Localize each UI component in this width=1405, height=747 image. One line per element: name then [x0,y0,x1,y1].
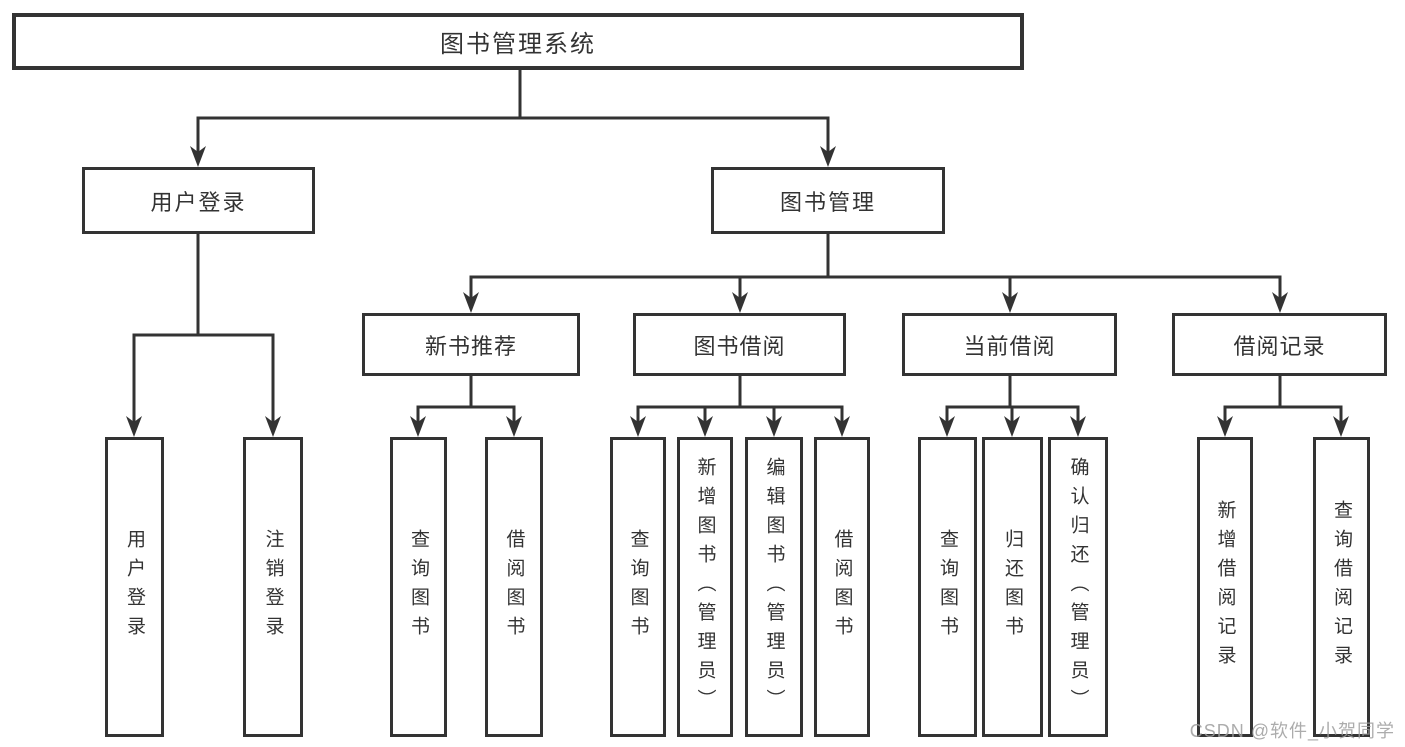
leaf-logout: 注销登录 [243,437,303,737]
csdn-watermark: CSDN @软件_小贺同学 [1189,721,1395,741]
leaf-query-borrow-record: 查询借阅记录 [1313,437,1370,737]
node-borrow-records: 借阅记录 [1172,313,1387,376]
leaf-borrow-books: 借阅图书 [814,437,870,737]
node-current-borrow: 当前借阅 [902,313,1117,376]
leaf-query-books-recommend: 查询图书 [390,437,447,737]
node-root: 图书管理系统 [12,13,1024,70]
leaf-label: 编辑图书（管理员） [763,456,785,718]
leaf-add-borrow-record: 新增借阅记录 [1197,437,1253,737]
node-user-login: 用户登录 [82,167,315,234]
leaf-label: 确认归还（管理员） [1067,456,1089,718]
node-new-book-recommend: 新书推荐 [362,313,580,376]
leaf-label: 查询借阅记录 [1331,500,1352,674]
leaf-confirm-return-admin: 确认归还（管理员） [1048,437,1108,737]
leaf-add-books-admin: 新增图书（管理员） [677,437,733,737]
leaf-label: 注销登录 [262,529,284,645]
leaf-borrow-books-recommend: 借阅图书 [485,437,543,737]
leaf-edit-books-admin: 编辑图书（管理员） [745,437,803,737]
arrowheads [126,146,1349,437]
leaf-return-books: 归还图书 [982,437,1043,737]
leaf-label: 用户登录 [124,529,145,645]
leaf-label: 查询图书 [937,529,958,645]
leaf-user-login: 用户登录 [105,437,164,737]
leaf-label: 借阅图书 [503,529,525,645]
leaf-label: 新增借阅记录 [1214,500,1236,674]
leaf-label: 新增图书（管理员） [694,456,716,718]
node-book-borrow: 图书借阅 [633,313,846,376]
node-book-management: 图书管理 [711,167,945,234]
leaf-query-books-current: 查询图书 [918,437,977,737]
leaf-label: 查询图书 [627,529,649,645]
leaf-label: 归还图书 [1002,529,1023,645]
leaf-query-books-borrow: 查询图书 [610,437,666,737]
leaf-label: 借阅图书 [831,529,853,645]
leaf-label: 查询图书 [408,529,429,645]
